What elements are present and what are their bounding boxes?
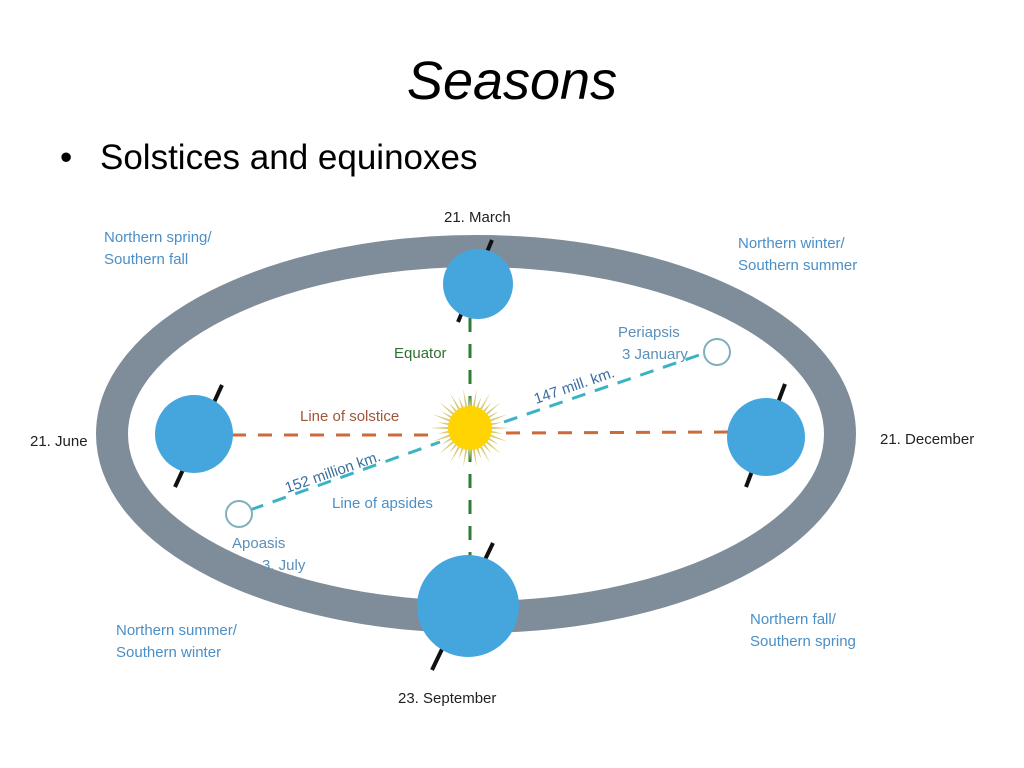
sun-ray xyxy=(481,442,492,454)
bullet-dot: • xyxy=(60,138,73,177)
date-september: 23. September xyxy=(398,690,496,707)
sun-ray xyxy=(488,433,508,442)
periapsis-marker xyxy=(703,338,731,366)
sun-ray xyxy=(450,444,462,463)
earth-september-globe xyxy=(417,555,519,657)
apsides-line-left xyxy=(249,440,441,512)
season-top-right-1: Northern winter/ xyxy=(738,235,846,252)
earth-june-globe xyxy=(155,395,233,473)
sun-ray xyxy=(489,430,503,434)
sun-ray xyxy=(484,402,501,417)
sun-ray xyxy=(475,397,482,410)
sun-ray xyxy=(450,393,462,412)
sun-ray xyxy=(439,439,456,454)
earth-december-globe xyxy=(727,398,805,476)
apsides-label: Line of apsides xyxy=(332,495,433,512)
earth-march-globe xyxy=(443,249,513,319)
sun-ray xyxy=(441,436,454,445)
sun-ray xyxy=(468,448,472,461)
earth-december xyxy=(727,383,805,488)
sun-ray xyxy=(448,442,459,454)
sun-ray xyxy=(472,388,477,409)
bullet-item: • Solstices and equinoxes xyxy=(60,138,477,178)
solstice-line-right xyxy=(505,430,729,435)
season-bottom-left-2: Southern winter xyxy=(116,644,221,661)
earth-june xyxy=(155,384,233,488)
sun-rays xyxy=(430,388,510,468)
sun-ray xyxy=(481,402,492,414)
solstice-label: Line of solstice xyxy=(300,408,399,425)
sun-ray xyxy=(472,447,477,468)
bullet-text: Solstices and equinoxes xyxy=(100,138,478,177)
sun-ray xyxy=(430,426,450,430)
earth-march xyxy=(443,239,513,323)
sun-ray xyxy=(458,446,465,459)
sun-ray xyxy=(448,402,459,414)
date-december: 21. December xyxy=(880,431,974,448)
sun-ray xyxy=(486,411,499,420)
apoasis-marker xyxy=(225,500,253,528)
sun-ray xyxy=(437,422,451,426)
distance-near-label: 147 mill. km. xyxy=(532,364,617,407)
sun-ray xyxy=(463,388,468,409)
slide-title: Seasons xyxy=(406,51,618,111)
apoasis-label-1: Apoasis xyxy=(232,535,285,552)
apsides-line-right xyxy=(503,350,709,424)
distance-far-label: 152 million km. xyxy=(283,448,383,497)
periapsis-label-2: 3 January xyxy=(622,346,688,363)
season-bottom-left-1: Northern summer/ xyxy=(116,622,238,639)
equator-label: Equator xyxy=(394,345,447,362)
sun-ray xyxy=(439,402,456,417)
sun-ray xyxy=(437,430,451,434)
sun-ray xyxy=(432,433,452,442)
date-june: 21. June xyxy=(30,433,88,450)
sun-ray xyxy=(488,414,508,423)
sun-ray xyxy=(486,436,499,445)
sun-ray xyxy=(458,397,465,410)
date-march: 21. March xyxy=(444,209,511,226)
sun-ray xyxy=(475,446,482,459)
season-top-right-2: Southern summer xyxy=(738,257,857,274)
sun-ray xyxy=(432,414,452,423)
season-top-left-1: Northern spring/ xyxy=(104,229,212,246)
sun-core xyxy=(448,406,492,450)
periapsis-label-1: Periapsis xyxy=(618,324,680,341)
sun-ray xyxy=(489,422,503,426)
sun-ray xyxy=(478,393,490,412)
season-bottom-right-2: Southern spring xyxy=(750,633,856,650)
sun xyxy=(430,388,510,468)
sun-ray xyxy=(490,426,510,430)
sun-ray xyxy=(468,395,472,408)
apoasis-label-2: 3. July xyxy=(262,557,306,574)
sun-ray xyxy=(484,439,501,454)
sun-ray xyxy=(441,411,454,420)
season-top-left-2: Southern fall xyxy=(104,251,188,268)
season-bottom-right-1: Northern fall/ xyxy=(750,611,837,628)
earth-september xyxy=(417,542,519,671)
sun-ray xyxy=(463,447,468,468)
sun-ray xyxy=(478,444,490,463)
